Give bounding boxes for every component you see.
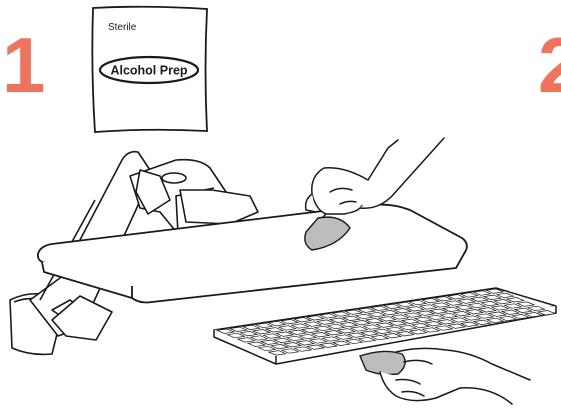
packet-label-product: Alcohol Prep xyxy=(110,64,187,78)
wipe-under-keyboard xyxy=(360,351,405,374)
packet-label-sterile: Sterile xyxy=(108,22,137,33)
wipe-packet: Sterile Alcohol Prep xyxy=(92,7,207,132)
